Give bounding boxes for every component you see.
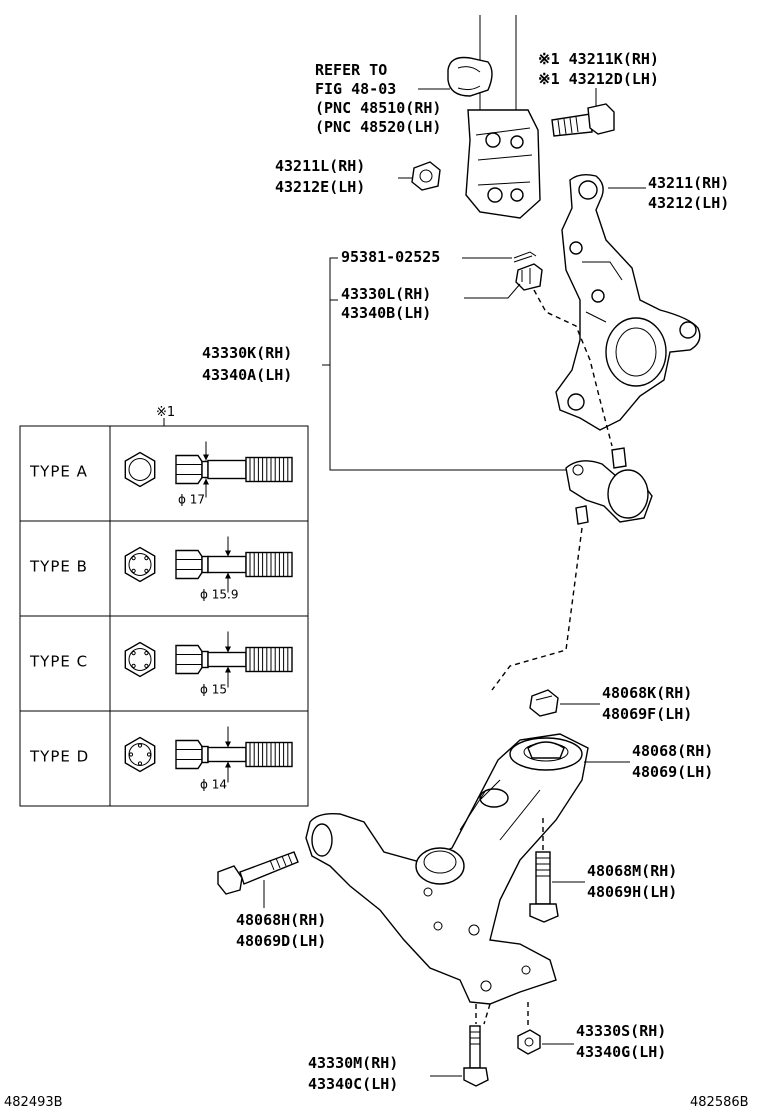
diameter-label: ϕ 15 — [200, 683, 227, 697]
footer-right-code: 482586B — [690, 1095, 749, 1110]
cotter-pin[interactable]: 95381-02525 — [341, 248, 537, 266]
bolt-48068m[interactable]: 48068M(RH) 48069H(LH) — [529, 851, 677, 923]
table-header: ※1 — [156, 405, 175, 420]
label-43211: 43211(RH) — [648, 174, 729, 192]
refer-line-4: (PNC 48520(LH) — [315, 118, 441, 136]
refer-note: REFER TO FIG 48-03 (PNC 48510(RH) (PNC 4… — [315, 61, 450, 136]
hex-nut-icon — [124, 546, 156, 583]
label-43212e: 43212E(LH) — [275, 178, 365, 196]
label-43212: 43212(LH) — [648, 194, 729, 212]
type-label: TYPE C — [29, 653, 88, 671]
hex-nut-icon — [124, 451, 156, 488]
hex-nut-icon — [124, 641, 156, 678]
label-43330s: 43330S(RH) — [576, 1022, 666, 1040]
types-table: ※1 — [19, 405, 309, 807]
refer-line-2: FIG 48-03 — [315, 80, 396, 98]
bolt-head-icon — [175, 739, 203, 770]
label-48068h: 48068H(RH) — [236, 911, 326, 929]
diameter-label: ϕ 14 — [200, 778, 227, 792]
type-row-b: TYPE B ϕ 15.9 — [29, 536, 293, 602]
castle-nut[interactable]: 43330L(RH) 43340B(LH) — [341, 263, 543, 322]
label-43211l: 43211L(RH) — [275, 157, 365, 175]
strut-assembly — [447, 15, 541, 219]
label-48069h: 48069H(LH) — [587, 883, 677, 901]
label-48069d: 48069D(LH) — [236, 932, 326, 950]
label-48068: 48068(RH) — [632, 742, 713, 760]
label-43340b: 43340B(LH) — [341, 304, 431, 322]
label-43330m: 43330M(RH) — [308, 1054, 398, 1072]
nut-43330s[interactable]: 43330S(RH) 43340G(LH) — [517, 1022, 666, 1061]
nut-43211l[interactable]: 43211L(RH) 43212E(LH) — [275, 157, 441, 196]
label-48068m: 48068M(RH) — [587, 862, 677, 880]
label-95381: 95381-02525 — [341, 248, 440, 266]
label-43340g: 43340G(LH) — [576, 1043, 666, 1061]
type-row-d: TYPE D ϕ 14 — [29, 726, 293, 792]
diameter-label: ϕ 17 — [178, 493, 205, 507]
label-43340a: 43340A(LH) — [202, 366, 292, 384]
nut-48068k[interactable]: 48068K(RH) 48069F(LH) — [529, 684, 692, 723]
lower-control-arm[interactable]: 48068(RH) 48069(LH) — [305, 733, 713, 1005]
bolt-head-icon — [175, 549, 203, 580]
label-43330k: 43330K(RH) — [202, 344, 292, 362]
footer-left-code: 482493B — [4, 1095, 63, 1110]
refer-line-1: REFER TO — [315, 61, 387, 79]
label-43212d: ※1 43212D(LH) — [538, 70, 659, 88]
steering-knuckle[interactable]: 43211(RH) 43212(LH) — [555, 173, 729, 431]
bolt-head-icon — [175, 644, 203, 675]
label-43211k: ※1 43211K(RH) — [538, 50, 659, 68]
bolt-43330m[interactable]: 43330M(RH) 43340C(LH) — [308, 1025, 489, 1093]
label-43330l: 43330L(RH) — [341, 285, 431, 303]
type-row-a: TYPE A ϕ 17 — [29, 441, 293, 507]
type-label: TYPE A — [29, 463, 88, 481]
label-48069: 48069(LH) — [632, 763, 713, 781]
ball-joint[interactable]: 43330K(RH) 43340A(LH) — [202, 257, 653, 525]
bolt-head-icon — [175, 454, 203, 485]
label-48069f: 48069F(LH) — [602, 705, 692, 723]
bolt-48068h[interactable]: 48068H(RH) 48069D(LH) — [217, 851, 326, 950]
type-label: TYPE D — [29, 748, 89, 766]
refer-line-3: (PNC 48510(RH) — [315, 99, 441, 117]
type-label: TYPE B — [29, 558, 88, 576]
diameter-label: ϕ 15.9 — [200, 588, 238, 602]
bolt-43211k[interactable]: ※1 43211K(RH) ※1 43212D(LH) — [538, 50, 659, 137]
type-row-c: TYPE C ϕ 15 — [29, 631, 293, 697]
label-43340c: 43340C(LH) — [308, 1075, 398, 1093]
label-48068k: 48068K(RH) — [602, 684, 692, 702]
